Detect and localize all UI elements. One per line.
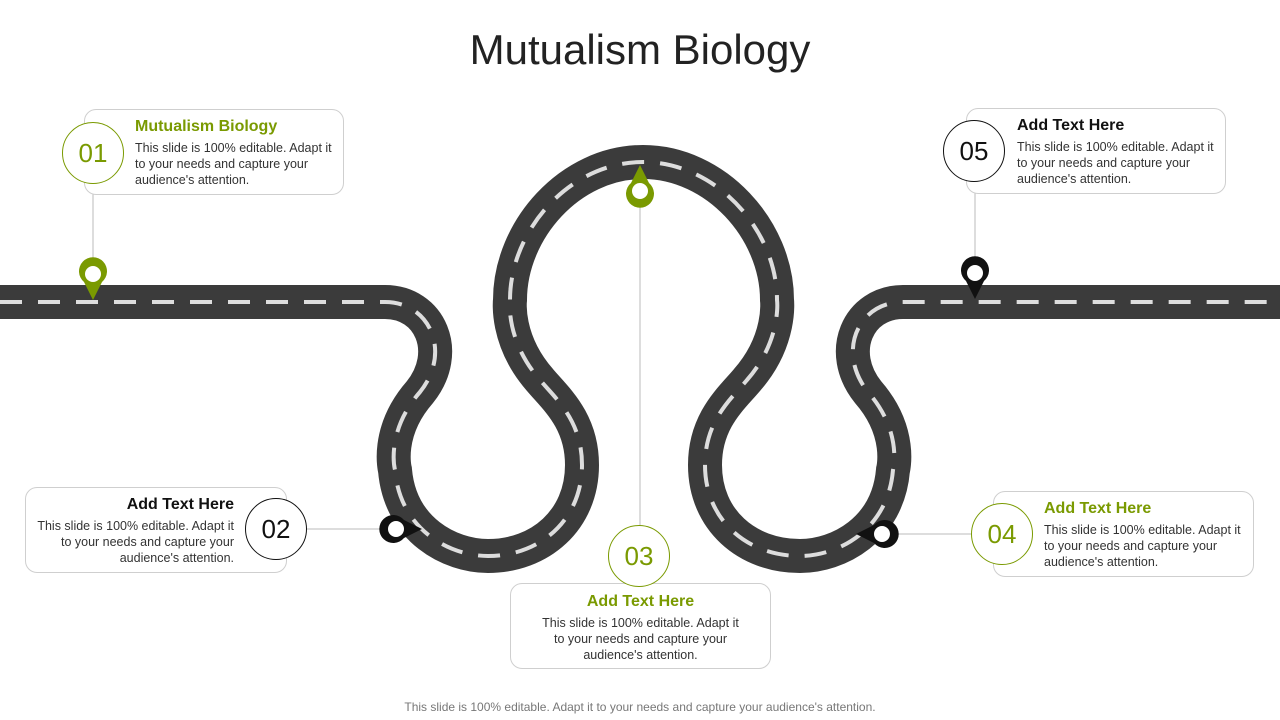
step-04-heading: Add Text Here xyxy=(1044,500,1152,517)
step-01-heading: Mutualism Biology xyxy=(135,118,278,135)
step-05-card: Add Text Here This slide is 100% editabl… xyxy=(966,108,1226,194)
slide-footer: This slide is 100% editable. Adapt it to… xyxy=(404,700,876,714)
step-05-body: This slide is 100% editable. Adapt it to… xyxy=(1017,140,1214,186)
map-pin-icon xyxy=(379,515,422,543)
step-04-card: Add Text Here This slide is 100% editabl… xyxy=(993,491,1254,577)
step-03-card: Add Text Here This slide is 100% editabl… xyxy=(510,583,771,669)
step-05-heading: Add Text Here xyxy=(1017,117,1125,134)
map-pin-icon xyxy=(626,165,654,208)
map-pin-icon xyxy=(856,520,899,548)
slide-title: Mutualism Biology xyxy=(469,26,811,73)
step-01-card: Mutualism Biology This slide is 100% edi… xyxy=(84,109,344,195)
step-04-body: This slide is 100% editable. Adapt it to… xyxy=(1044,523,1241,569)
step-03-heading: Add Text Here xyxy=(586,593,695,610)
step-03-body: This slide is 100% editable. Adapt it to… xyxy=(542,616,739,662)
step-04-number: 04 xyxy=(971,503,1033,565)
map-pin-icon xyxy=(961,256,989,299)
map-pin-icon xyxy=(79,257,107,300)
step-01-body: This slide is 100% editable. Adapt it to… xyxy=(135,141,332,187)
step-03-number: 03 xyxy=(608,525,670,587)
step-01-number: 01 xyxy=(62,122,124,184)
step-05-number: 05 xyxy=(943,120,1005,182)
step-02-heading: Add Text Here xyxy=(126,496,234,513)
step-02-body: This slide is 100% editable. Adapt it to… xyxy=(37,519,234,565)
road-lane-markings xyxy=(0,159,1280,559)
step-02-number: 02 xyxy=(245,498,307,560)
